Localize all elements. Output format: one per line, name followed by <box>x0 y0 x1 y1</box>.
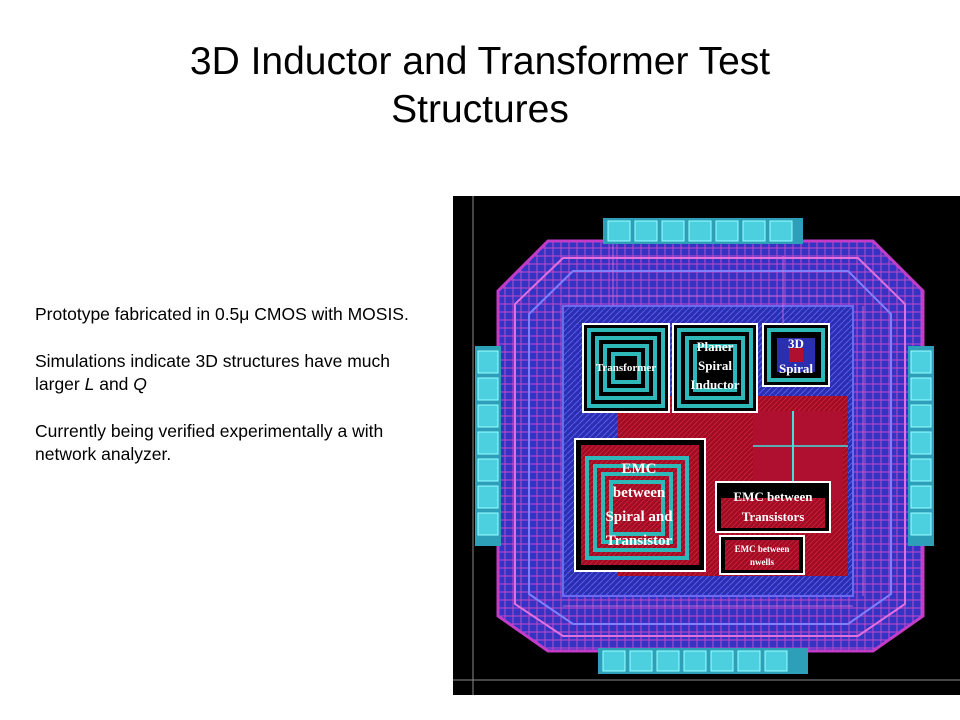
label-emc-sp-line3: Spiral and <box>605 509 673 525</box>
pads-right <box>908 346 934 546</box>
symbol-l: L <box>84 374 95 394</box>
body-text: Prototype fabricated in 0.5μ CMOS with M… <box>35 303 435 490</box>
label-planer-line1: Planer <box>697 339 734 354</box>
title-line-1: 3D Inductor and Transformer Test <box>189 40 771 83</box>
label-planer-line2: Spiral <box>698 358 732 373</box>
label-transformer: Transformer <box>596 362 656 374</box>
label-3d-line2: Spiral <box>779 361 813 376</box>
label-emc-sp-line4: Transistor <box>606 533 673 549</box>
label-emc-tr-line2: Transistors <box>742 509 805 524</box>
pads-bottom <box>598 648 808 674</box>
emc-spiral-transistor-block: EMC between Spiral and Transistor <box>574 438 706 572</box>
label-3d-line1: 3D <box>788 336 804 351</box>
emc-nwells-block: EMC between nwells <box>719 535 805 575</box>
transformer-block: Transformer <box>582 323 670 413</box>
paragraph-simulations: Simulations indicate 3D structures have … <box>35 350 391 395</box>
chip-layout-image: Transformer Planer Spiral Inductor 3D Sp… <box>453 196 960 695</box>
pads-top <box>603 218 803 244</box>
symbol-q: Q <box>133 374 147 394</box>
paragraph-fabrication: Prototype fabricated in 0.5μ CMOS with M… <box>35 304 409 324</box>
slide-title: 3D Inductor and Transformer Test Structu… <box>80 38 880 134</box>
title-line-2: Structures <box>391 88 569 131</box>
planer-spiral-inductor-block: Planer Spiral Inductor <box>672 323 758 413</box>
label-emc-nw-line1: EMC between <box>735 544 790 554</box>
label-emc-sp-line1: EMC <box>622 461 657 477</box>
label-emc-tr-line1: EMC between <box>733 489 813 504</box>
3d-spiral-block: 3D Spiral <box>762 323 830 387</box>
paragraph-verification: Currently being verified experimentally … <box>35 420 384 465</box>
emc-transistors-block: EMC between Transistors <box>715 481 831 533</box>
label-emc-nw-line2: nwells <box>750 557 775 567</box>
label-emc-sp-line2: between <box>613 485 666 501</box>
pads-left <box>475 346 501 546</box>
label-planer-line3: Inductor <box>690 377 739 392</box>
